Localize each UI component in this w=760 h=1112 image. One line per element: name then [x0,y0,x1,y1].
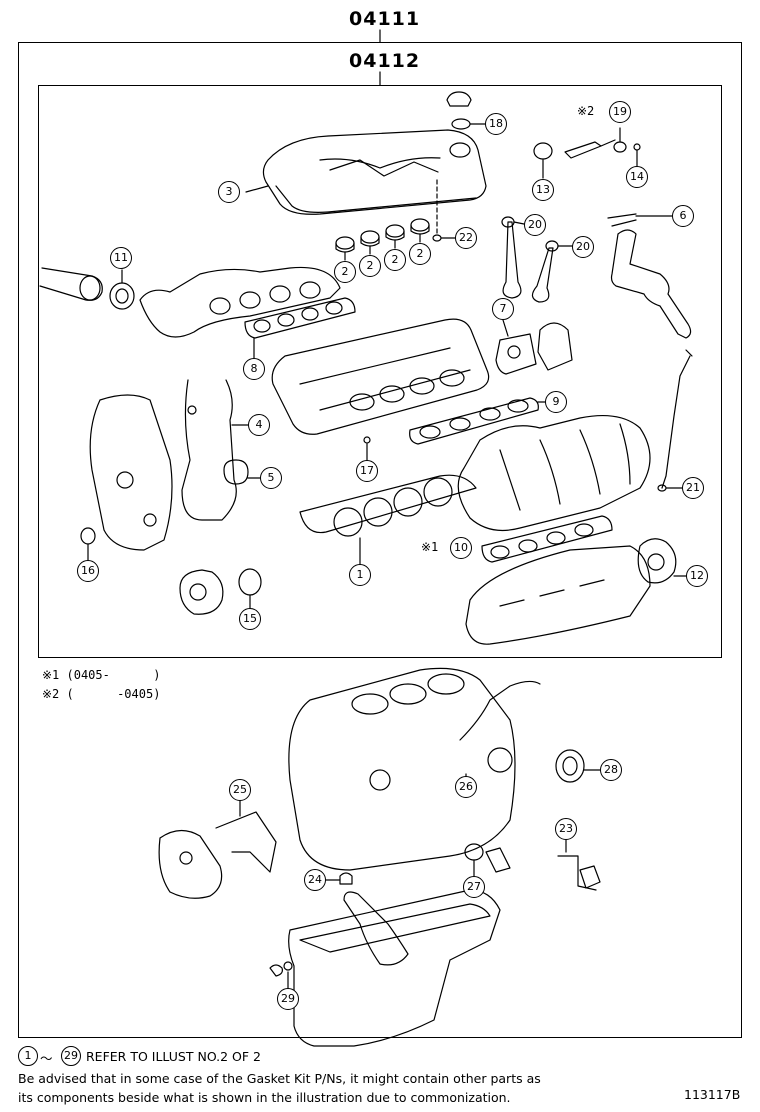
callout-29[interactable]: 29 [277,988,299,1010]
callout-27[interactable]: 27 [463,876,485,898]
callout-13[interactable]: 13 [532,179,554,201]
callout-17[interactable]: 17 [356,460,378,482]
callout-22[interactable]: 22 [455,227,477,249]
callout-19[interactable]: 19 [609,101,631,123]
callout-28[interactable]: 28 [600,759,622,781]
callout-2d[interactable]: 2 [409,243,431,265]
footer-ref-start-circle: 1 [18,1046,38,1066]
callout-20b[interactable]: 20 [572,236,594,258]
illustration-number: 113117B [684,1087,741,1102]
callout-2a[interactable]: 2 [334,261,356,283]
footer-ref-end-circle: 29 [61,1046,81,1066]
callout-2b[interactable]: 2 [359,255,381,277]
callout-1[interactable]: 1 [349,564,371,586]
callout-4[interactable]: 4 [248,414,270,436]
footer-ref-tilde: 〜 [40,1051,53,1066]
callout-5[interactable]: 5 [260,467,282,489]
callout-23[interactable]: 23 [555,818,577,840]
callout-24[interactable]: 24 [304,869,326,891]
mark-callout-10: ※1 [421,540,439,554]
note-2: ※2 ( -0405) [42,687,161,701]
footer-advice-line-1: Be advised that in some case of the Gask… [18,1071,541,1086]
callout-16[interactable]: 16 [77,560,99,582]
callout-25[interactable]: 25 [229,779,251,801]
callout-3[interactable]: 3 [218,181,240,203]
callout-20a[interactable]: 20 [524,214,546,236]
callout-6[interactable]: 6 [672,205,694,227]
callout-26[interactable]: 26 [455,776,477,798]
callout-18[interactable]: 18 [485,113,507,135]
footer-ref-text: REFER TO ILLUST NO.2 OF 2 [86,1049,261,1064]
callout-21[interactable]: 21 [682,477,704,499]
callout-2c[interactable]: 2 [384,249,406,271]
callout-12[interactable]: 12 [686,565,708,587]
callout-9[interactable]: 9 [545,391,567,413]
callout-10[interactable]: 10 [450,537,472,559]
outer-kit-part-number: 04111 [349,8,421,30]
callout-14[interactable]: 14 [626,166,648,188]
footer-advice-line-2: its components beside what is shown in t… [18,1090,511,1105]
mark-callout-19: ※2 [577,104,595,118]
callout-11[interactable]: 11 [110,247,132,269]
callout-7[interactable]: 7 [492,298,514,320]
note-1: ※1 (0405- ) [42,668,161,682]
callout-15[interactable]: 15 [239,608,261,630]
callout-8[interactable]: 8 [243,358,265,380]
inner-kit-part-number: 04112 [349,50,421,72]
